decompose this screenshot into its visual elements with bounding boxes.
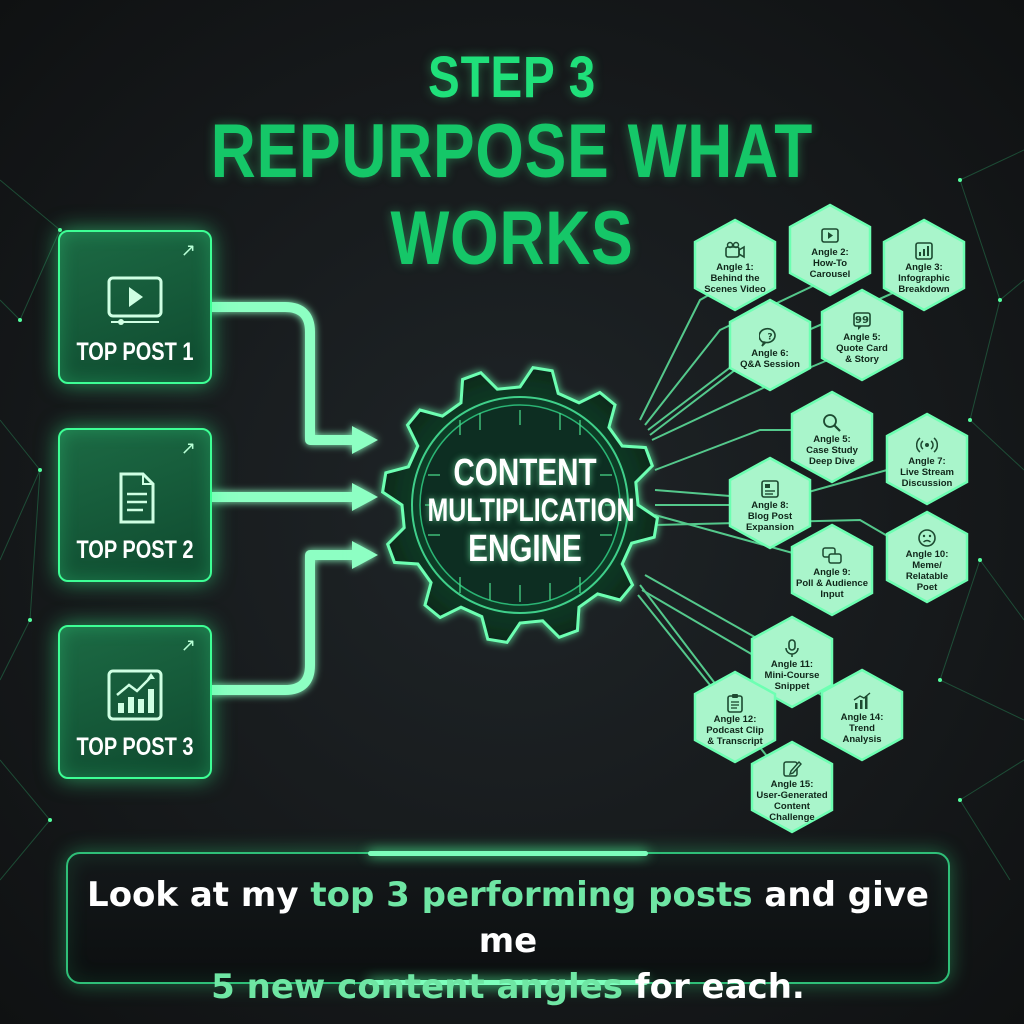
angle-hexagon[interactable]: Angle 1: Behind the Scenes Video — [693, 218, 777, 312]
external-arrow-icon: ↗ — [180, 635, 196, 656]
external-arrow-icon: ↗ — [180, 438, 196, 459]
hexagon-shape — [693, 218, 777, 312]
hexagon-shape — [820, 668, 904, 762]
hexagon-shape — [693, 670, 777, 764]
prompt-part-1: Look at my — [87, 875, 311, 915]
prompt-box: Look at my top 3 performing posts and gi… — [66, 851, 950, 1007]
top-post-1-card[interactable]: ↗ TOP POST 1 — [58, 230, 212, 384]
engine-title-line2: MULTIPLICATION — [427, 492, 635, 528]
top-post-2-card[interactable]: ↗ TOP POST 2 — [58, 428, 212, 582]
angle-label: Angle 7: Live Stream Discussion — [900, 456, 954, 489]
hexagon-shape — [750, 740, 834, 834]
angle-hexagon[interactable]: Angle 7: Live Stream Discussion — [885, 412, 969, 506]
step-title: STEP 3 — [428, 45, 596, 110]
prompt-text: Look at my top 3 performing posts and gi… — [68, 872, 948, 1010]
hexagon-shape — [790, 390, 874, 484]
angle-hexagon[interactable]: Angle 8: Blog Post Expansion — [728, 456, 812, 550]
sad-face-icon — [918, 528, 936, 547]
angle-hexagon[interactable]: Angle 10: Meme/ Relatable Poet — [885, 510, 969, 604]
quote-icon: 99 — [853, 312, 871, 330]
prompt-highlight-1: top 3 performing posts — [310, 875, 753, 915]
bar-chart-icon — [107, 669, 163, 721]
top-post-1-label: TOP POST 1 — [76, 338, 194, 366]
prompt-part-3: for each. — [622, 967, 805, 1007]
top-post-2-label: TOP POST 2 — [76, 536, 194, 564]
angle-label: Angle 14: Trend Analysis — [840, 712, 884, 745]
angle-label: Angle 5: Case Study Deep Dive — [806, 434, 858, 467]
angle-label: Angle 1: Behind the Scenes Video — [704, 262, 766, 295]
hexagon-shape — [750, 615, 834, 709]
question-bubble-icon: ? — [759, 327, 776, 347]
post-connectors — [210, 302, 355, 695]
blog-icon — [761, 480, 779, 498]
prompt-bottom-accent — [368, 980, 648, 985]
external-arrow-icon: ↗ — [180, 240, 196, 261]
hexagon-shape — [790, 523, 874, 617]
play-screen-icon — [821, 228, 839, 243]
video-camera-icon — [725, 241, 745, 259]
angle-label: Angle 15: User-Generated Content Challen… — [756, 778, 828, 823]
document-icon — [119, 472, 155, 524]
hexagon-shape — [882, 218, 966, 312]
hexagon-shape — [820, 288, 904, 382]
angle-hexagon[interactable]: Angle 2: How-To Carousel — [788, 203, 872, 297]
svg-text:?: ? — [767, 332, 772, 342]
angle-label: Angle 5: Quote Card & Story — [836, 332, 888, 365]
hexagon-shape — [885, 412, 969, 506]
angle-label: Angle 10: Meme/ Relatable Poet — [905, 548, 949, 593]
infographic-icon — [915, 242, 933, 260]
angle-label: Angle 6: Q&A Session — [740, 347, 800, 370]
engine-title-line3: ENGINE — [468, 528, 582, 570]
angle-hexagon[interactable]: Angle 15: User-Generated Content Challen… — [750, 740, 834, 834]
trend-chart-icon — [853, 692, 871, 709]
top-post-3-label: TOP POST 3 — [76, 733, 194, 761]
angle-hexagon[interactable]: Angle 5: Case Study Deep Dive — [790, 390, 874, 484]
angle-hexagon[interactable]: Angle 14: Trend Analysis — [820, 668, 904, 762]
angle-label: Angle 3: Infographic Breakdown — [898, 262, 950, 295]
prompt-part-2: and give me — [478, 875, 929, 961]
hexagon-shape — [885, 510, 969, 604]
gear — [380, 365, 660, 645]
angle-label: Angle 11: Mini-Course Snippet — [764, 659, 820, 692]
hexagon-shape — [728, 298, 812, 392]
chat-bubbles-icon — [822, 547, 842, 564]
angle-hexagon[interactable]: Angle 3: Infographic Breakdown — [882, 218, 966, 312]
angle-hexagon[interactable]: Angle 12: Podcast Clip & Transcript — [693, 670, 777, 764]
magnifier-icon — [823, 414, 841, 432]
prompt-top-accent — [368, 851, 648, 856]
angle-hexagon[interactable]: ? Angle 6: Q&A Session — [728, 298, 812, 392]
arrow-heads — [352, 426, 378, 569]
hexagon-shape — [788, 203, 872, 297]
broadcast-icon — [916, 437, 938, 453]
edit-icon — [783, 760, 802, 777]
hexagon-shape — [728, 456, 812, 550]
angle-hexagon[interactable]: Angle 9: Poll & Audience Input — [790, 523, 874, 617]
angle-label: Angle 12: Podcast Clip & Transcript — [706, 714, 764, 747]
angle-label: Angle 9: Poll & Audience Input — [796, 567, 868, 600]
svg-text:99: 99 — [855, 315, 869, 326]
top-post-3-card[interactable]: ↗ TOP POST 3 — [58, 625, 212, 779]
video-player-icon — [107, 276, 163, 325]
clipboard-icon — [727, 694, 743, 713]
prompt-highlight-2: 5 new content angles — [211, 967, 623, 1007]
angle-label: Angle 2: How-To Carousel — [809, 247, 851, 280]
angle-hexagon[interactable]: Angle 11: Mini-Course Snippet — [750, 615, 834, 709]
engine-title-line1: CONTENT — [453, 452, 597, 494]
angle-label: Angle 8: Blog Post Expansion — [745, 500, 795, 533]
microphone-icon — [785, 639, 799, 657]
main-title: REPURPOSE WHAT WORKS — [210, 109, 814, 281]
